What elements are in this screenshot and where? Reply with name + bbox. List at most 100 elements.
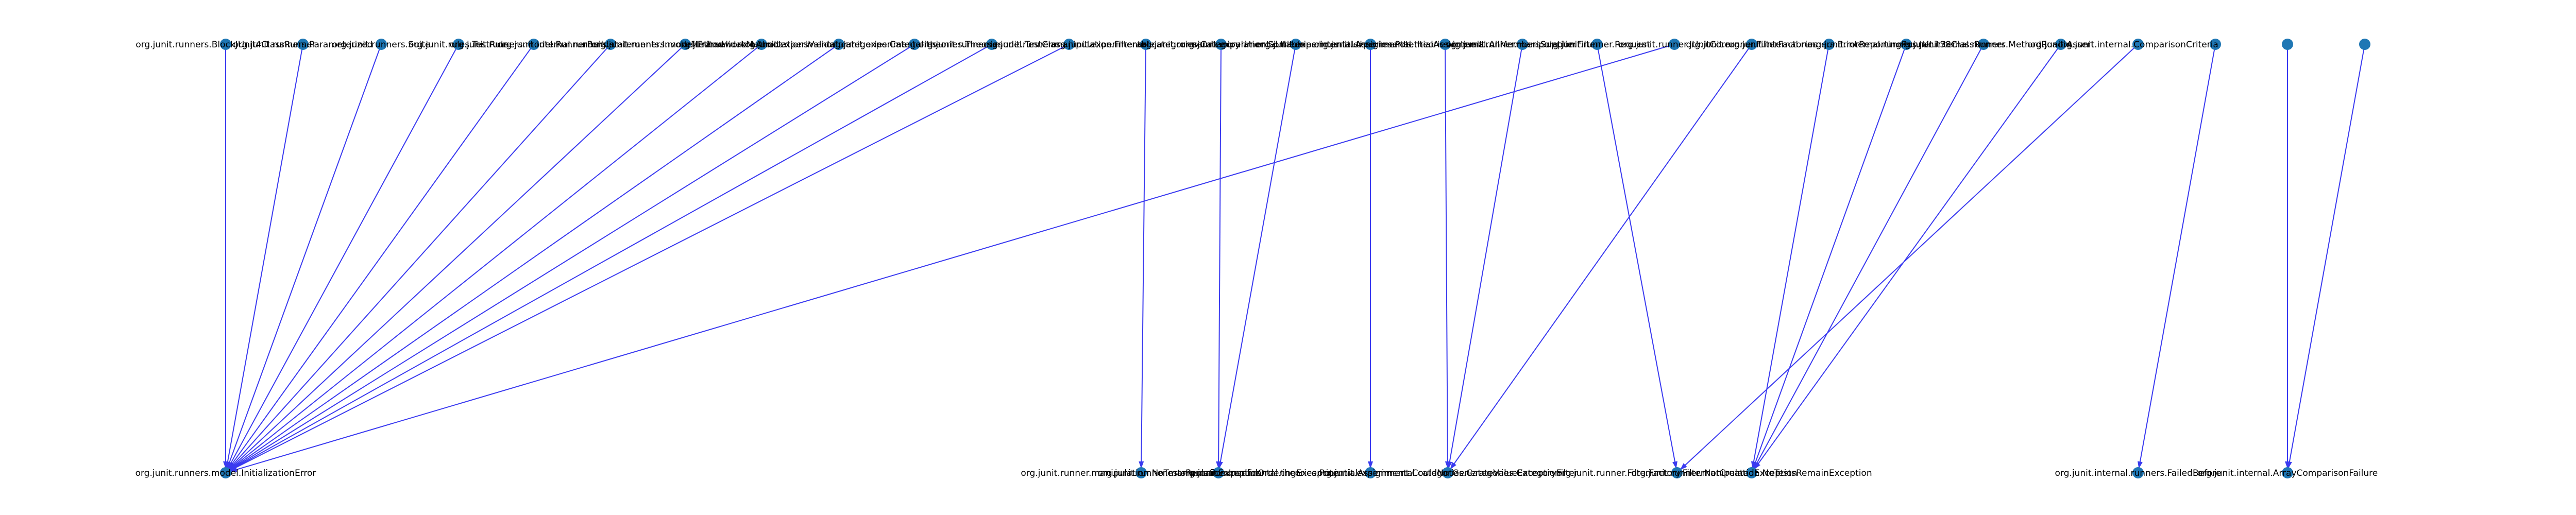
top-node[interactable] (2359, 39, 2370, 50)
bottom-node-label: org.junit.runner.manipulation.NoTestsRem… (1631, 468, 1872, 478)
top-node[interactable] (680, 39, 691, 50)
top-node[interactable] (2055, 39, 2066, 50)
top-node-label: org.junit.runner.manipulation.Filter (1446, 40, 1599, 50)
top-node-label: org.junit.runner.manipulation.Sortable (1137, 40, 1304, 50)
bottom-node[interactable] (1671, 467, 1683, 478)
top-node-label: org.junit.experimental.theories.internal… (1314, 40, 1577, 50)
bottom-node-label: org.junit.runner.FilterFactory.FilterNot… (1557, 468, 1798, 478)
bottom-node-label: org.junit.runners.model.InitializationEr… (135, 468, 316, 478)
edge-arrowhead (1217, 461, 1223, 469)
top-node[interactable] (1591, 39, 1603, 50)
edge (225, 44, 382, 473)
bottom-node[interactable] (1213, 467, 1224, 478)
top-node-label: org.junit.internal.runners.JUnit38ClassR… (1807, 40, 2006, 50)
top-node[interactable] (297, 39, 309, 50)
edge (225, 44, 459, 473)
edge-arrowhead (229, 467, 238, 472)
edge-arrowhead (2286, 461, 2292, 469)
top-node[interactable] (756, 39, 767, 50)
edge (225, 44, 992, 473)
edge (225, 44, 915, 473)
top-node-label: org.junit.runners.model.FrameworkMethod (591, 40, 779, 50)
edge-arrowhead (1368, 461, 1373, 469)
bottom-node-label: org.junit.runner.manipulation.NoTestsRem… (1021, 468, 1261, 478)
edge (225, 44, 611, 473)
top-node[interactable] (1746, 39, 1757, 50)
edge (1445, 44, 1448, 473)
bottom-node[interactable] (1365, 467, 1376, 478)
top-node-label: org.junit.experimental.theories.Theories (826, 40, 1003, 50)
top-node[interactable] (2282, 39, 2293, 50)
top-node-label: org.junit.internal.runners.MethodRoadie (1896, 40, 2071, 50)
top-node[interactable] (1290, 39, 1301, 50)
edge (225, 44, 839, 473)
top-node[interactable] (453, 39, 464, 50)
top-node[interactable] (909, 39, 920, 50)
edge (1676, 44, 2139, 473)
bottom-node[interactable] (1442, 467, 1453, 478)
top-node-label: org.junit.experimental.categories.Catego… (1052, 40, 1241, 50)
top-node[interactable] (1439, 39, 1451, 50)
top-node-label: org.junit.runner.manipulation.Filterable (984, 40, 1155, 50)
edge-arrowhead (1139, 461, 1144, 469)
top-node[interactable] (605, 39, 616, 50)
edge (225, 44, 1070, 473)
top-node[interactable] (376, 39, 387, 50)
edge-arrowhead (1754, 462, 1760, 470)
top-node[interactable] (1063, 39, 1075, 50)
bottom-node[interactable] (2282, 467, 2293, 478)
bottom-node-label: org.junit.experimental.theories.Potentia… (1180, 468, 1560, 478)
edge (1751, 44, 1829, 473)
edge-arrowhead (1672, 461, 1677, 469)
edge-arrowhead (1447, 461, 1452, 469)
edge (1751, 44, 2061, 473)
top-node-label: org.junit.runner.FilterFactories (1686, 40, 1817, 50)
top-node[interactable] (1823, 39, 1835, 50)
edge (1447, 44, 1752, 473)
edge (1218, 44, 1222, 473)
edge (1751, 44, 1907, 473)
top-node[interactable] (2210, 39, 2221, 50)
edge (1141, 44, 1146, 473)
top-node[interactable] (1215, 39, 1227, 50)
top-node[interactable] (220, 39, 231, 50)
edge (225, 44, 534, 473)
top-node[interactable] (2132, 39, 2144, 50)
edge-arrowhead (1680, 463, 1687, 470)
edge (1597, 44, 1677, 473)
bottom-node[interactable] (1136, 467, 1147, 478)
top-node-label: org.junit.runners.model.TestClass (919, 40, 1065, 50)
bottom-node-label: org.junit.runner.manipulation.InvalidOrd… (1098, 468, 1340, 478)
edge (225, 44, 686, 473)
top-node[interactable] (986, 39, 997, 50)
top-node[interactable] (1140, 39, 1151, 50)
top-node[interactable] (833, 39, 844, 50)
top-node-label: org.junit.experimental.categories.Catego… (741, 40, 937, 50)
nodes-layer (220, 39, 2370, 478)
top-node[interactable] (1365, 39, 1376, 50)
bottom-node-label: org.junit.internal.runners.FailedBefore (2055, 468, 2222, 478)
top-node-label: org.junit.runner.Request (1544, 40, 1650, 50)
top-node-label: org.junit.internal.runners.statements.In… (497, 40, 724, 50)
top-node[interactable] (1901, 39, 1912, 50)
top-node[interactable] (528, 39, 539, 50)
edge (1751, 44, 1984, 473)
top-node[interactable] (1517, 39, 1528, 50)
bottom-node-label: org.junit.experimental.categories.Catego… (1317, 468, 1578, 478)
edge (225, 44, 1675, 473)
bottom-node[interactable] (1746, 467, 1757, 478)
top-node[interactable] (1978, 39, 1989, 50)
edge (1447, 44, 1523, 473)
bottom-node[interactable] (2132, 467, 2144, 478)
top-node-label: org.junit.runners.model.RunnerBuilder (450, 40, 618, 50)
edges-layer (223, 44, 2365, 473)
top-node-label: org.junit.runner.JUnitCore (1619, 40, 1730, 50)
edge (225, 44, 303, 473)
bottom-node[interactable] (220, 467, 231, 478)
top-node[interactable] (1669, 39, 1680, 50)
top-node-label: org.junit.experimental.theories.Potentia… (1256, 40, 1485, 50)
edge (225, 44, 762, 473)
top-node-label: org.junit.experimental.theories.internal… (1180, 40, 1412, 50)
top-node-label: org.junit.internal.runners.ErrorReportin… (1725, 40, 1933, 50)
